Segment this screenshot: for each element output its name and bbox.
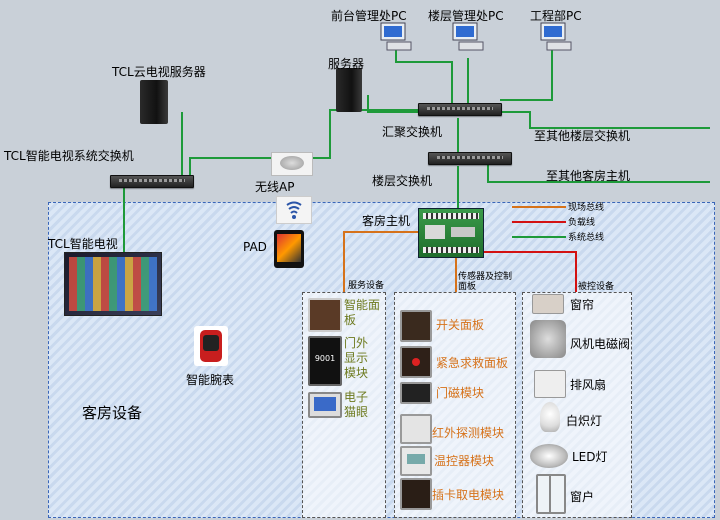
core-switch-icon — [418, 103, 502, 116]
door-display-icon: 9001 — [308, 336, 342, 386]
tcl-tv-switch-icon — [110, 175, 194, 188]
label-server: 服务器 — [328, 57, 365, 71]
sensor-panel-title: 传感器及控制面板 — [458, 272, 513, 292]
legend-system-bus: 系统总线 — [568, 233, 605, 243]
controlled-item-exhaust-fan: 排风扇 — [570, 378, 607, 392]
service-item-door-display: 门外显示模块 — [344, 336, 369, 380]
tcl-tv-icon — [64, 252, 162, 316]
pc-front-desk-icon — [378, 22, 412, 52]
wifi-signal-icon — [276, 196, 312, 224]
wireless-ap-icon — [271, 152, 313, 176]
label-floor-switch: 楼层交换机 — [372, 174, 433, 188]
line-frontdesk-core — [395, 48, 453, 103]
legend-load-line: 负载线 — [568, 218, 596, 228]
line-eng-core — [500, 48, 553, 101]
pc-engineering-icon — [538, 22, 572, 52]
controlled-item-curtain: 窗帘 — [570, 298, 595, 312]
electronic-peephole-icon — [308, 392, 342, 418]
sensor-item-emergency: 紧急求救面板 — [436, 356, 509, 370]
floor-switch-icon — [428, 152, 512, 165]
line-core-otherfloor — [500, 111, 710, 129]
tcl-cloud-server-icon — [140, 80, 168, 124]
infrared-detector-icon — [400, 414, 432, 444]
door-magnet-icon — [400, 382, 432, 404]
server-icon — [336, 68, 362, 112]
card-power-icon — [400, 478, 432, 510]
label-pc-engineering: 工程部PC — [530, 9, 582, 23]
controlled-item-window: 窗户 — [570, 490, 595, 504]
fan-valve-icon — [530, 320, 566, 358]
service-item-peephole: 电子猫眼 — [344, 390, 369, 419]
label-core-switch: 汇聚交换机 — [382, 125, 443, 139]
exhaust-fan-icon — [534, 370, 566, 398]
label-wireless-ap: 无线AP — [255, 180, 295, 194]
room-host-icon — [418, 208, 484, 258]
switch-panel-icon — [400, 310, 432, 342]
controlled-panel-title: 被控设备 — [578, 282, 615, 292]
pad-icon — [274, 230, 304, 268]
emergency-panel-icon — [400, 346, 432, 378]
legend-field-bus: 现场总线 — [568, 203, 605, 213]
sensor-item-door-magnet: 门磁模块 — [436, 386, 485, 400]
sensor-item-thermostat: 温控器模块 — [434, 454, 495, 468]
label-pc-front-desk: 前台管理处PC — [331, 9, 407, 23]
service-panel-title: 服务设备 — [348, 281, 385, 291]
label-room-host: 客房主机 — [362, 214, 411, 228]
smart-panel-icon — [308, 298, 342, 332]
door-number: 9001 — [314, 354, 336, 363]
sensor-item-infrared: 红外探测模块 — [432, 426, 505, 440]
label-tcl-cloud-server: TCL云电视服务器 — [112, 65, 206, 79]
window-icon — [536, 474, 566, 514]
pc-floor-icon — [450, 22, 484, 52]
controlled-item-led: LED灯 — [572, 450, 608, 464]
label-to-other-room-host: 至其他客房主机 — [546, 169, 631, 183]
smart-watch-icon — [194, 326, 228, 366]
line-host-service — [343, 231, 420, 292]
service-item-smart-panel: 智能面板 — [344, 298, 381, 327]
controlled-item-fan-valve: 风机电磁阀 — [570, 337, 631, 351]
curtain-icon — [532, 294, 564, 314]
label-pad: PAD — [243, 240, 267, 254]
incandescent-lamp-icon — [540, 402, 560, 432]
label-tcl-tv: TCL智能电视 — [48, 237, 118, 251]
sensor-item-switch-panel: 开关面板 — [436, 318, 485, 332]
line-server-core — [367, 95, 418, 113]
thermostat-icon — [400, 446, 432, 476]
label-tcl-tv-switch: TCL智能电视系统交换机 — [4, 149, 134, 163]
sensor-item-card-power: 插卡取电模块 — [432, 488, 505, 502]
room-title: 客房设备 — [82, 404, 143, 422]
label-to-other-floor-switch: 至其他楼层交换机 — [534, 129, 631, 143]
label-smart-watch: 智能腕表 — [186, 373, 235, 387]
controlled-item-incandescent: 白炽灯 — [566, 414, 603, 428]
line-floor-otherroom — [487, 164, 710, 183]
line-host-controlled — [480, 251, 577, 292]
label-pc-floor: 楼层管理处PC — [428, 9, 504, 23]
led-lamp-icon — [530, 444, 568, 468]
